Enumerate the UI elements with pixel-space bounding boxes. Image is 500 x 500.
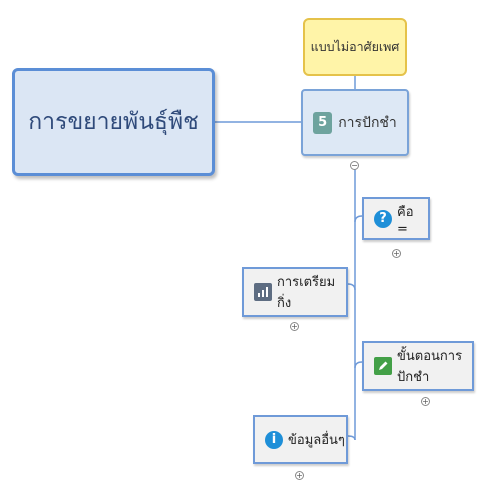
info-icon: i	[265, 430, 283, 449]
main-topic[interactable]: 5 การปักชำ	[301, 89, 409, 156]
branch-to-steps	[354, 361, 363, 369]
subtopic-label: คือ =	[397, 204, 414, 237]
expand-toggle[interactable]: +	[421, 397, 430, 406]
branch-to-q	[354, 215, 363, 223]
expand-toggle[interactable]: +	[290, 322, 299, 331]
subtopic-label: ข้อมูลอื่นๆ	[288, 433, 345, 448]
central-topic[interactable]: การขยายพันธุ์พืช	[12, 68, 215, 176]
central-topic-label: การขยายพันธุ์พืช	[28, 109, 199, 135]
subtopic-definition[interactable]: ? คือ =	[362, 197, 430, 240]
collapse-toggle[interactable]: −	[350, 161, 359, 170]
question-icon: ?	[374, 209, 392, 228]
subtopic-label: ขั้นตอนการปักชำ	[397, 349, 463, 385]
number-badge: 5	[313, 111, 333, 134]
main-topic-label: การปักชำ	[338, 114, 397, 131]
subtopic-other-info[interactable]: i ข้อมูลอื่นๆ	[253, 415, 348, 464]
expand-toggle[interactable]: +	[392, 249, 401, 258]
subtopic-prepare-cutting[interactable]: การเตรียมกิ่ง	[242, 267, 348, 317]
bar-chart-icon	[254, 283, 272, 301]
callout-note[interactable]: แบบไม่อาศัยเพศ	[303, 18, 407, 76]
subtopic-cutting-steps[interactable]: ขั้นตอนการปักชำ	[362, 341, 474, 391]
branch-to-info	[347, 435, 356, 441]
expand-toggle[interactable]: +	[295, 471, 304, 480]
subtopic-label: การเตรียมกิ่ง	[277, 275, 336, 311]
branch-to-prep	[347, 283, 356, 291]
callout-label: แบบไม่อาศัยเพศ	[310, 39, 400, 54]
pencil-icon	[374, 357, 392, 375]
